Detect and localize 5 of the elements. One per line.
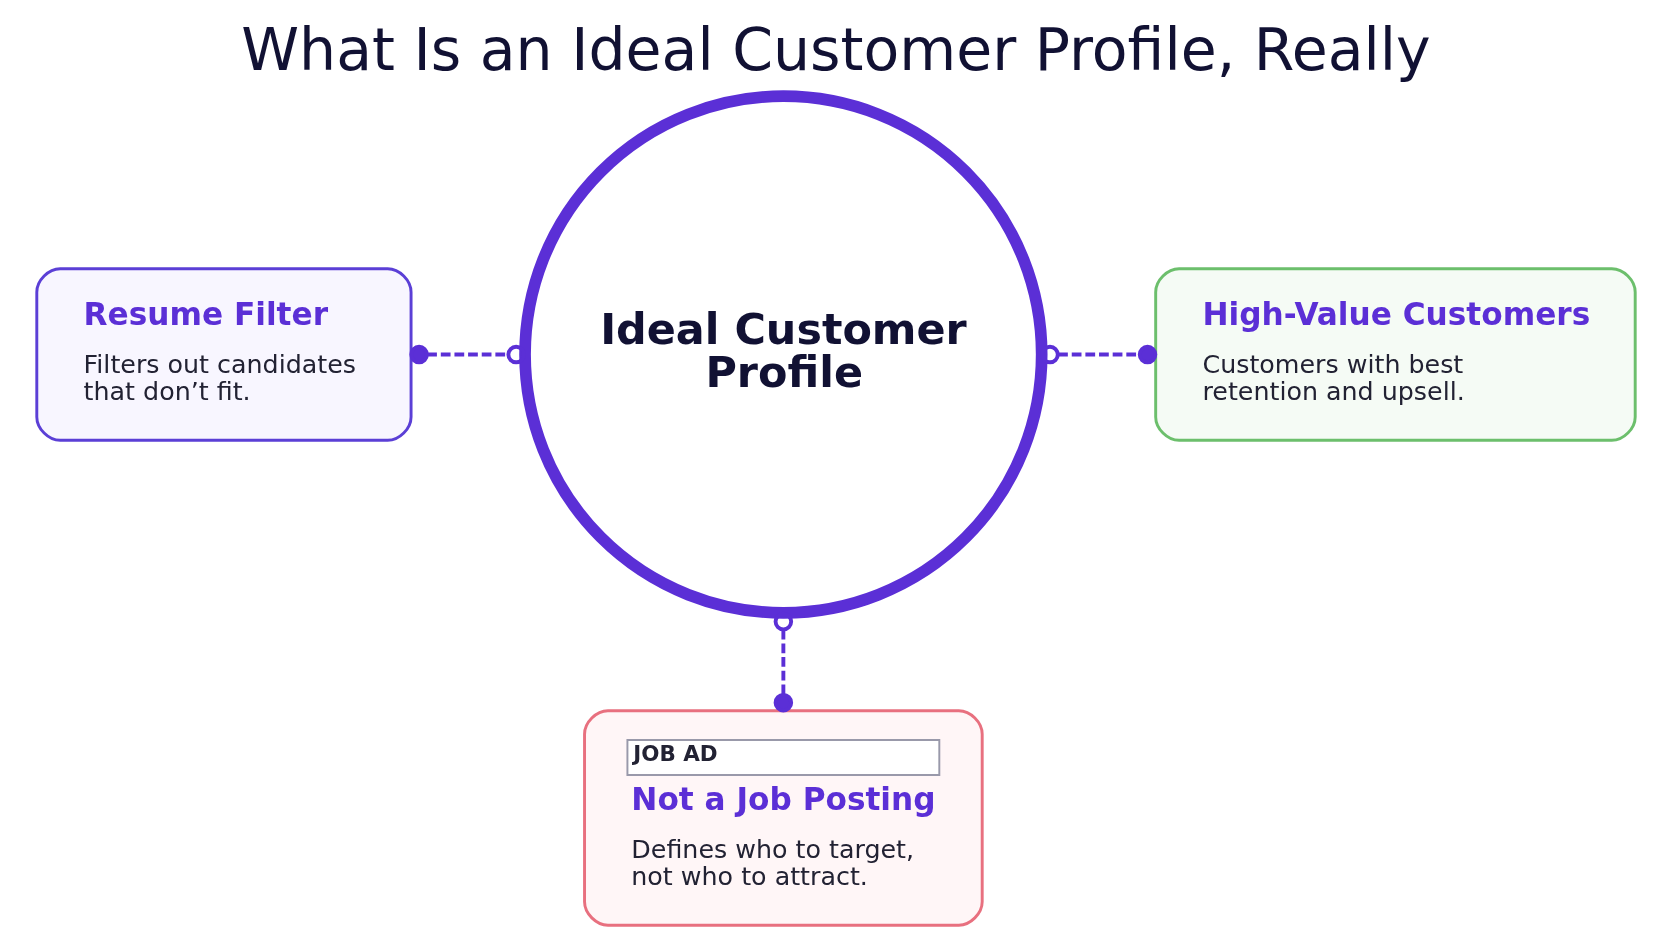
node-box: Resume Filter Filters out candidates that don’t fit. [35, 267, 413, 442]
node-box: High-Value Customers Customers with best retention and upsell. [1154, 267, 1637, 442]
node-box: JOB AD Not a Job Posting Defines who to target, not who to attract. [583, 709, 984, 927]
diagram-title: What Is an Ideal Customer Profile, Really [241, 16, 1431, 85]
node-circle: Ideal Customer Profile [519, 90, 1048, 619]
